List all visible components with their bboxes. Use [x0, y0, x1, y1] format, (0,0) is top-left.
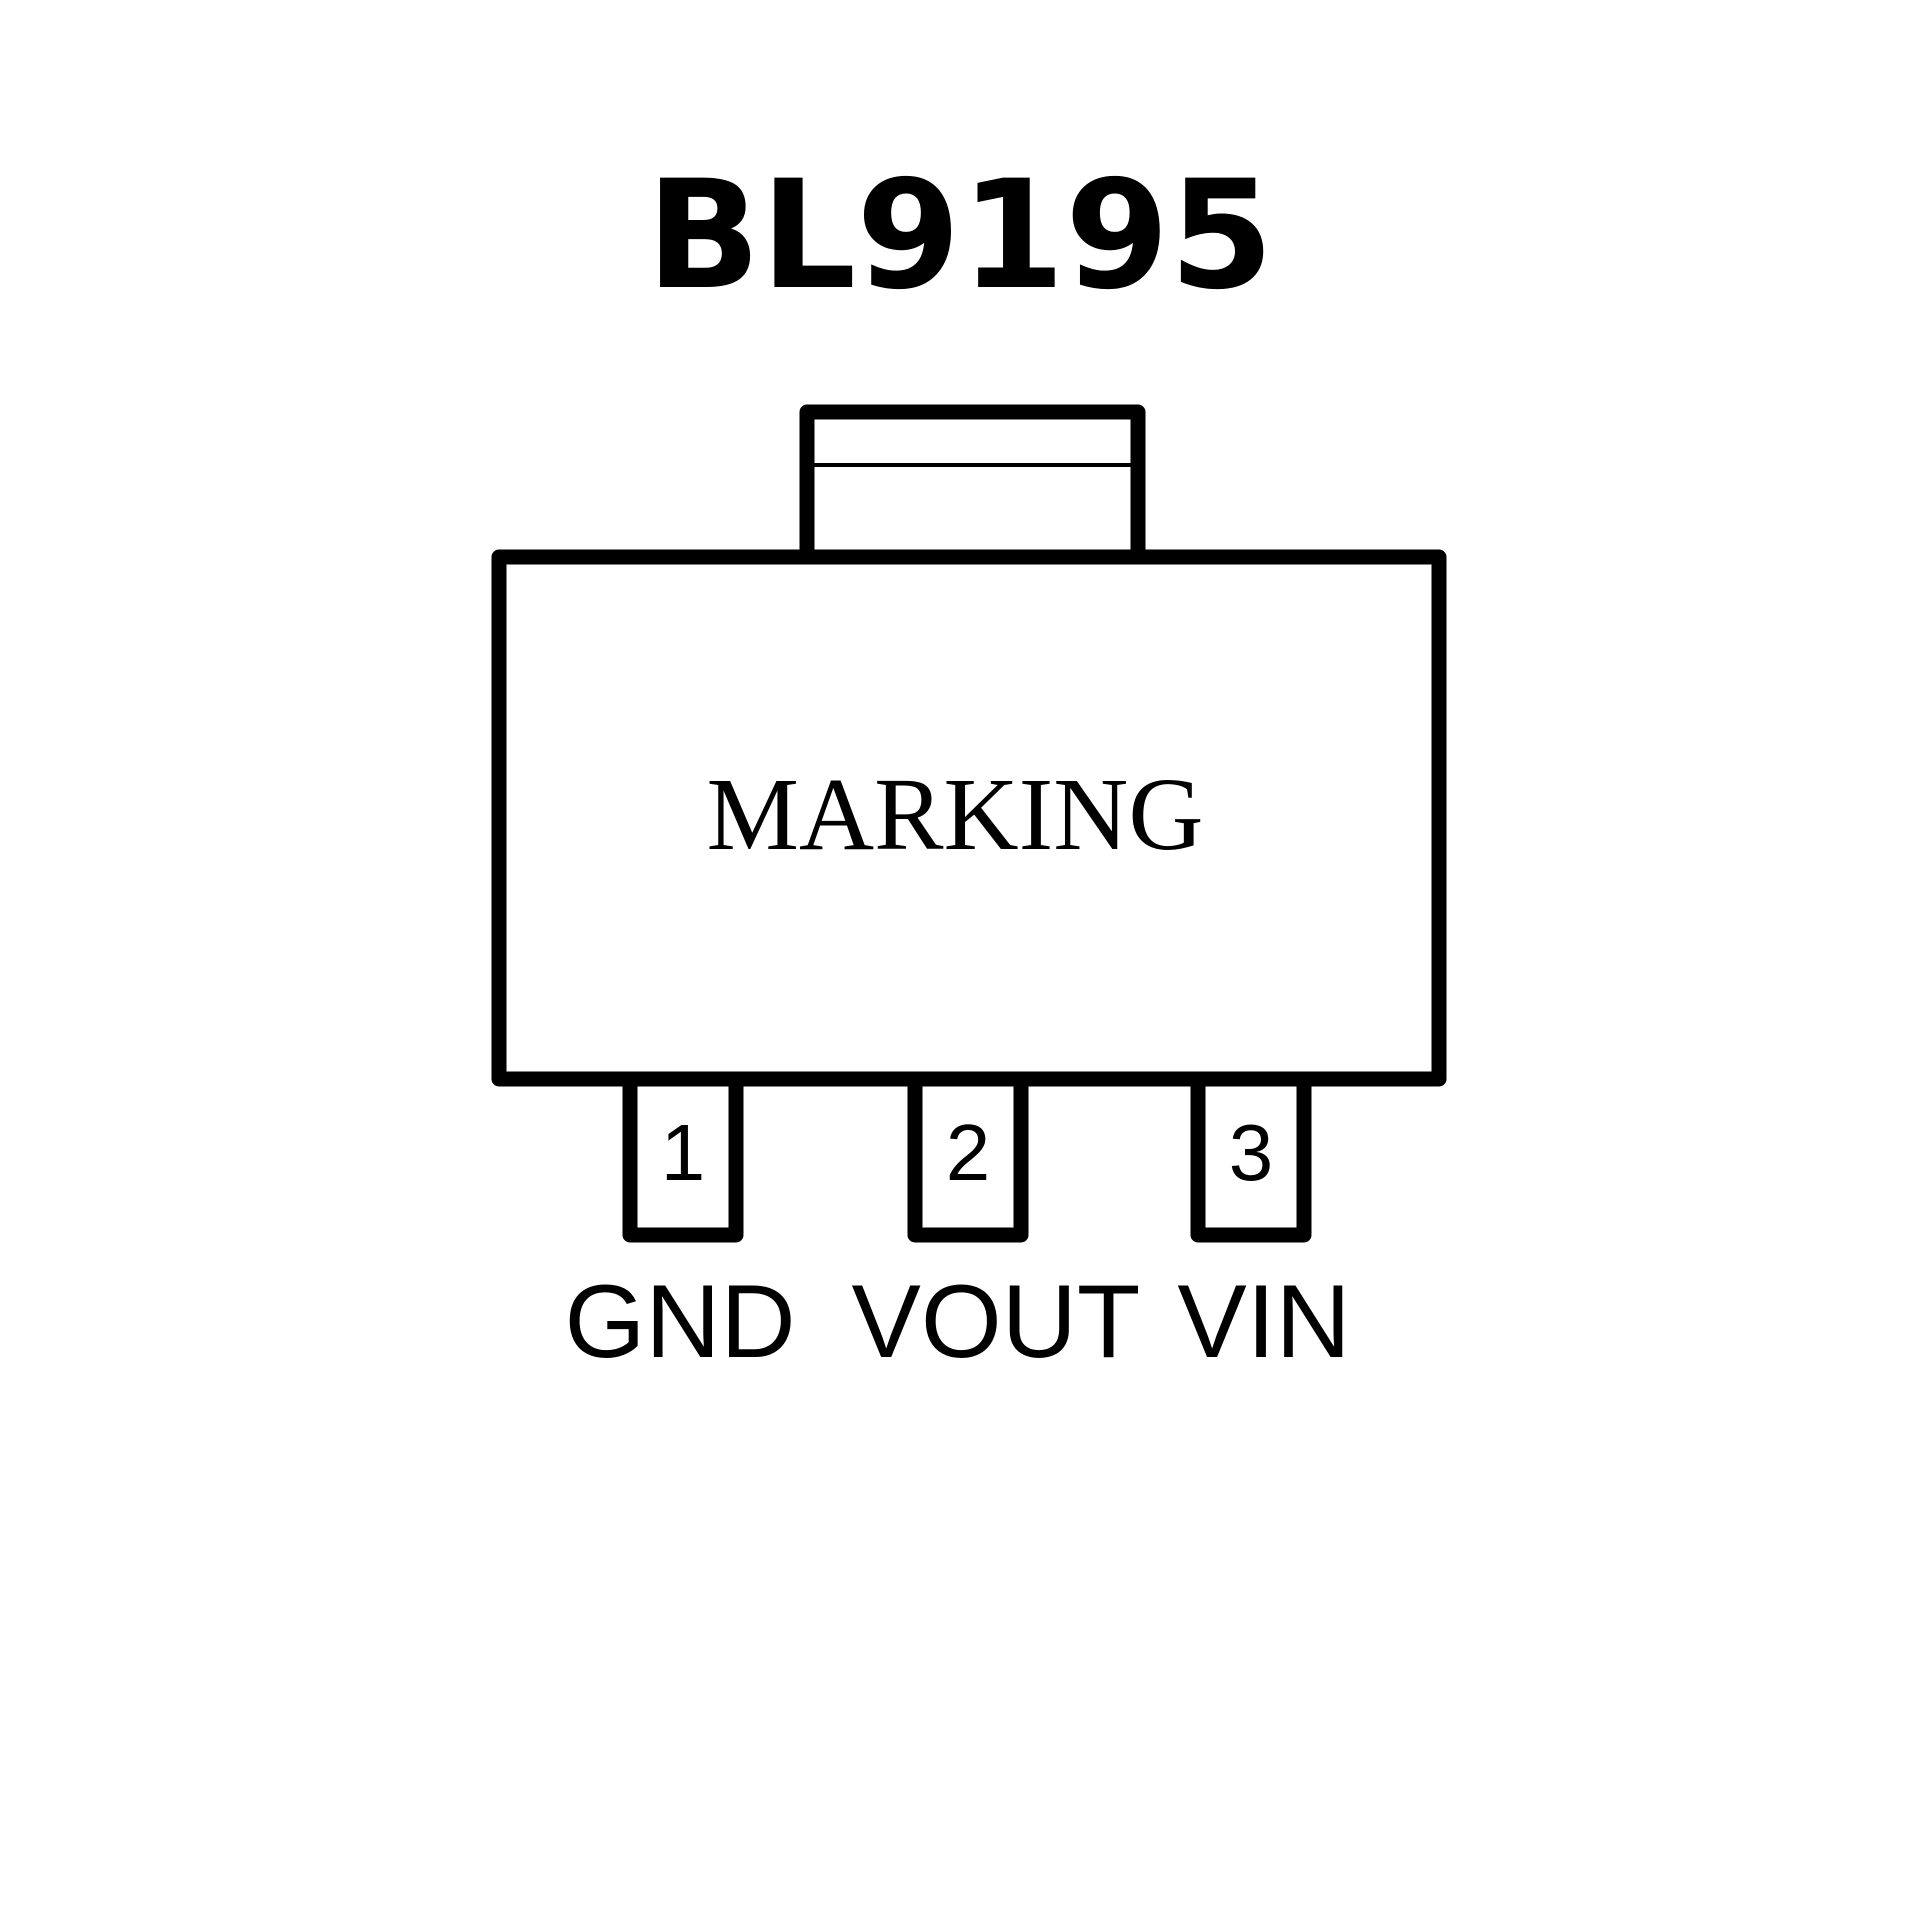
marking-text: MARKING: [707, 757, 1204, 872]
pin-3-label: VIN: [1177, 1264, 1350, 1380]
part-number-title: BL9195: [646, 149, 1273, 323]
pin-2-lead: [907, 1071, 1029, 1243]
pin-3-lead: [1190, 1071, 1312, 1243]
pin-3-number: 3: [1229, 1108, 1274, 1197]
pin-1-number: 1: [661, 1108, 706, 1197]
pin-2-number: 2: [946, 1108, 991, 1197]
pin-2-label: VOUT: [852, 1264, 1141, 1380]
heatsink-tab: [799, 404, 1146, 565]
pin-1-label: GND: [564, 1264, 795, 1380]
pin-1-lead: [622, 1071, 744, 1243]
package-body: [491, 549, 1447, 1087]
